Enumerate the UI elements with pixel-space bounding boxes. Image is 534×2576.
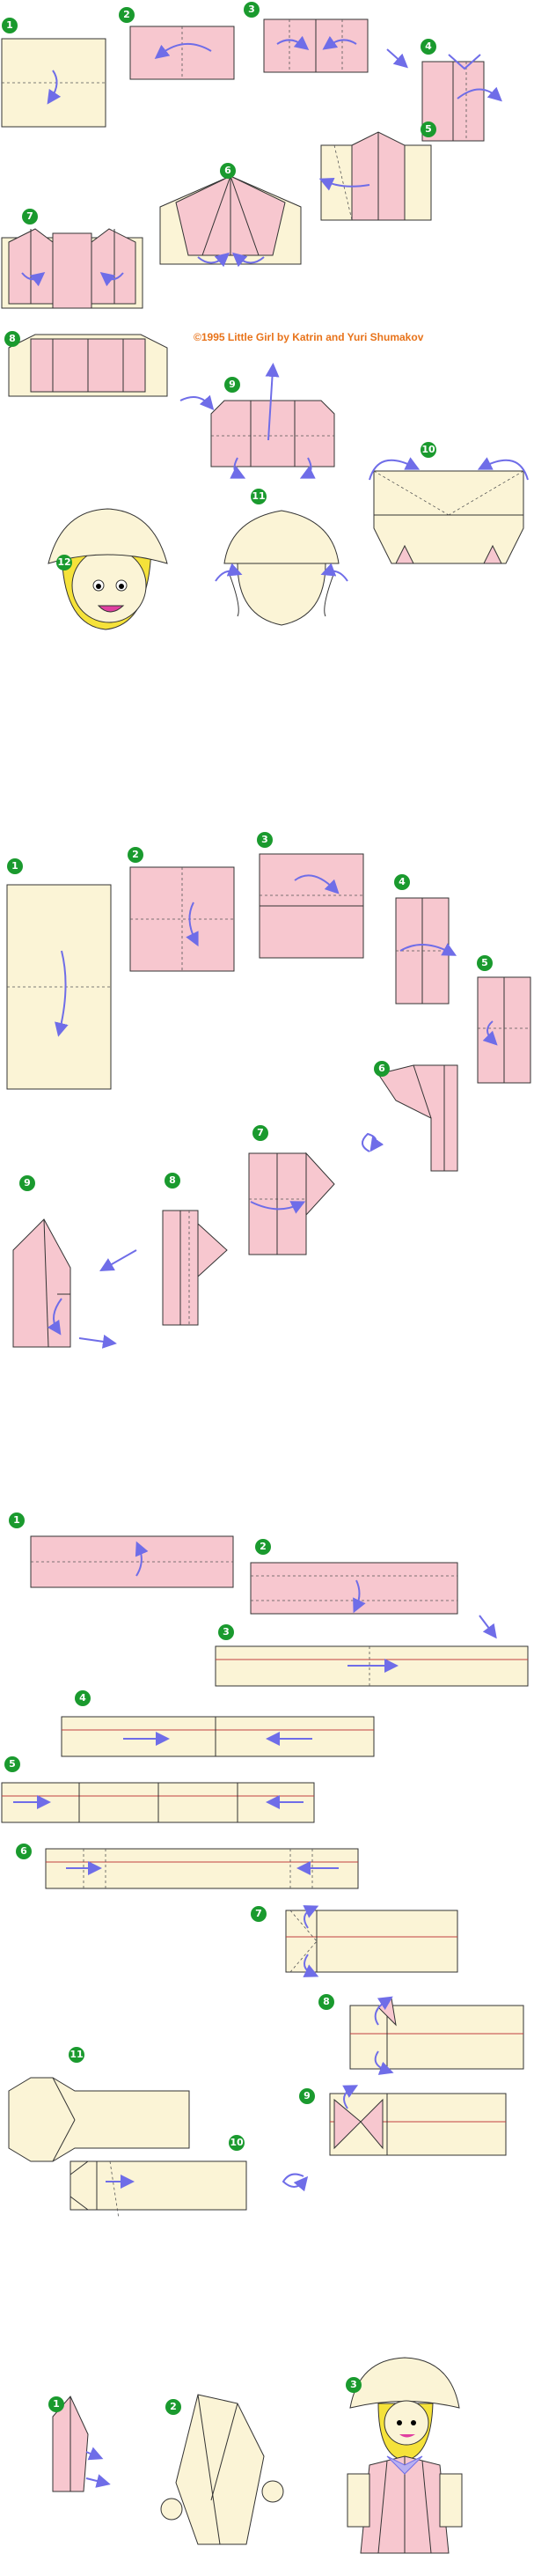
step-badge: 8 [165,1173,180,1189]
arms-step-11 [8,2077,190,2162]
step-badge: 1 [9,1512,25,1528]
arms-step-4 [61,1716,375,1757]
body-step-8 [99,1210,228,1326]
step-badge: 1 [2,18,18,33]
step-badge: 10 [421,442,436,458]
head-step-3 [263,18,369,73]
arms-step-5 [1,1782,315,1823]
body-step-3 [259,853,364,959]
step-badge: 9 [224,377,240,393]
head-step-2 [129,26,235,80]
step-badge: 3 [218,1624,234,1640]
step-badge: 2 [128,847,143,863]
step-badge: 1 [7,858,23,874]
assembly-step-2 [160,2394,284,2545]
step-badge: 6 [220,163,236,179]
arms-step-2 [250,1562,458,1615]
step-badge: 2 [255,1539,271,1555]
step-badge: 4 [421,39,436,55]
step-badge: 4 [394,874,410,890]
arms-step-6 [45,1848,359,1889]
body-step-7 [248,1152,335,1255]
credit-text: ©1995 Little Girl by Katrin and Yuri Shu… [194,331,424,343]
step-badge: 2 [165,2399,181,2415]
body-step-5 [477,976,531,1084]
step-badge: 8 [4,331,20,347]
arms-step-7 [285,1905,458,1977]
step-badge: 4 [75,1690,91,1706]
head-step-6 [159,175,302,268]
step-badge: 10 [229,2135,245,2151]
head-step-1 [1,38,106,128]
body-step-6 [362,1064,458,1172]
step-badge: 1 [48,2396,64,2412]
step-badge: 9 [299,2088,315,2104]
step-badge: 9 [19,1175,35,1191]
step-badge: 3 [346,2377,362,2393]
step-badge: 3 [257,832,273,848]
step-badge: 8 [318,1994,334,2010]
step-badge: 2 [119,7,135,23]
step-badge: 7 [22,209,38,224]
body-step-1 [6,884,112,1090]
body-step-9 [12,1218,117,1349]
step-badge: 11 [251,489,267,504]
step-badge: 5 [477,955,493,971]
head-step-10 [369,457,529,564]
arms-step-3 [215,1645,529,1687]
head-step-11 [215,510,348,626]
body-step-4 [395,897,457,1005]
assembly-step-1 [52,2396,111,2492]
body-step-2 [129,866,235,972]
arms-step-10 [69,2160,247,2219]
step-badge: 6 [374,1061,390,1077]
step-badge: 6 [16,1844,32,1859]
step-badge: 12 [56,555,72,570]
step-badge: 3 [244,2,260,18]
step-badge: 11 [69,2047,84,2063]
head-step-9 [210,363,335,479]
assembly-step-3 [347,2357,463,2554]
arms-step-8 [349,1996,524,2075]
step-badge: 7 [251,1906,267,1922]
step-badge: 5 [4,1756,20,1772]
step-badge: 5 [421,121,436,137]
arms-step-1 [30,1535,234,1588]
arms-step-9 [329,2085,507,2156]
head-step-8 [8,334,168,397]
head-step-5 [318,131,432,221]
head-step-7 [1,228,143,309]
step-badge: 7 [252,1125,268,1141]
head-step-12 [48,508,168,630]
